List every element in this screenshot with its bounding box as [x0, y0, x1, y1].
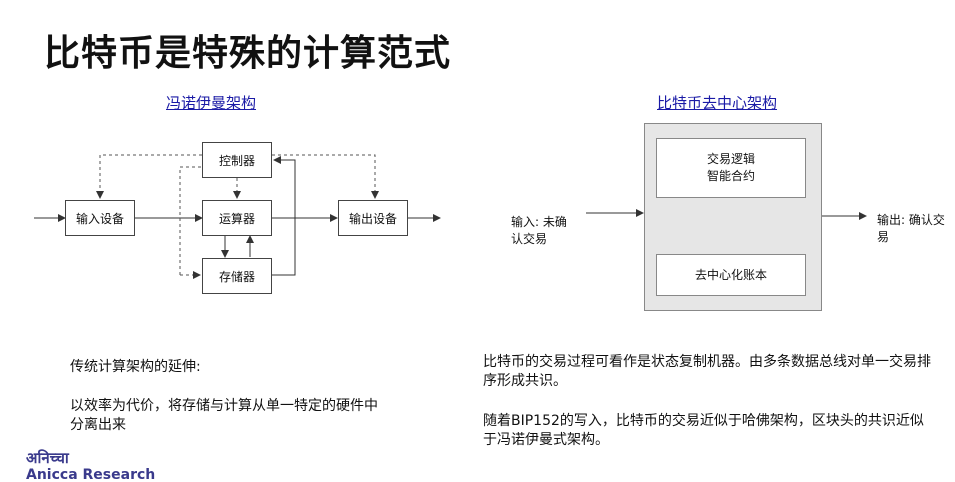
decentralized-ledger-box: 去中心化账本	[656, 254, 806, 296]
anicca-logo: अनिच्चा Anicca Research	[26, 450, 155, 482]
controller-box: 控制器	[202, 142, 272, 178]
input-device-box: 输入设备	[65, 200, 135, 236]
transaction-logic-label: 交易逻辑	[706, 152, 755, 166]
von-neumann-caption: 传统计算架构的延伸:	[70, 359, 201, 375]
bitcoin-input-label: 输入: 未确认交易	[511, 215, 567, 246]
von-neumann-title: 冯诺伊曼架构	[166, 94, 257, 112]
logo-script: अनिच्चा	[26, 449, 69, 467]
transaction-logic-box: 交易逻辑 智能合约	[656, 138, 806, 198]
bitcoin-architecture-title: 比特币去中心架构	[657, 94, 778, 112]
logo-name: Anicca Research	[26, 467, 156, 482]
memory-box: 存储器	[202, 258, 272, 294]
bitcoin-paragraph-2: 随着BIP152的写入，比特币的交易近似于哈佛架构，区块头的共识近似于冯诺伊曼式…	[483, 413, 924, 448]
alu-box: 运算器	[202, 200, 272, 236]
output-device-box: 输出设备	[338, 200, 408, 236]
bitcoin-output-label: 输出: 确认交易	[877, 213, 945, 244]
smart-contract-label: 智能合约	[706, 169, 755, 183]
von-neumann-description: 以效率为代价，将存储与计算从单一特定的硬件中分离出来	[70, 398, 378, 433]
slide-title: 比特币是特殊的计算范式	[44, 33, 452, 74]
bitcoin-paragraph-1: 比特币的交易过程可看作是状态复制机器。由多条数据总线对单一交易排序形成共识。	[483, 354, 931, 389]
